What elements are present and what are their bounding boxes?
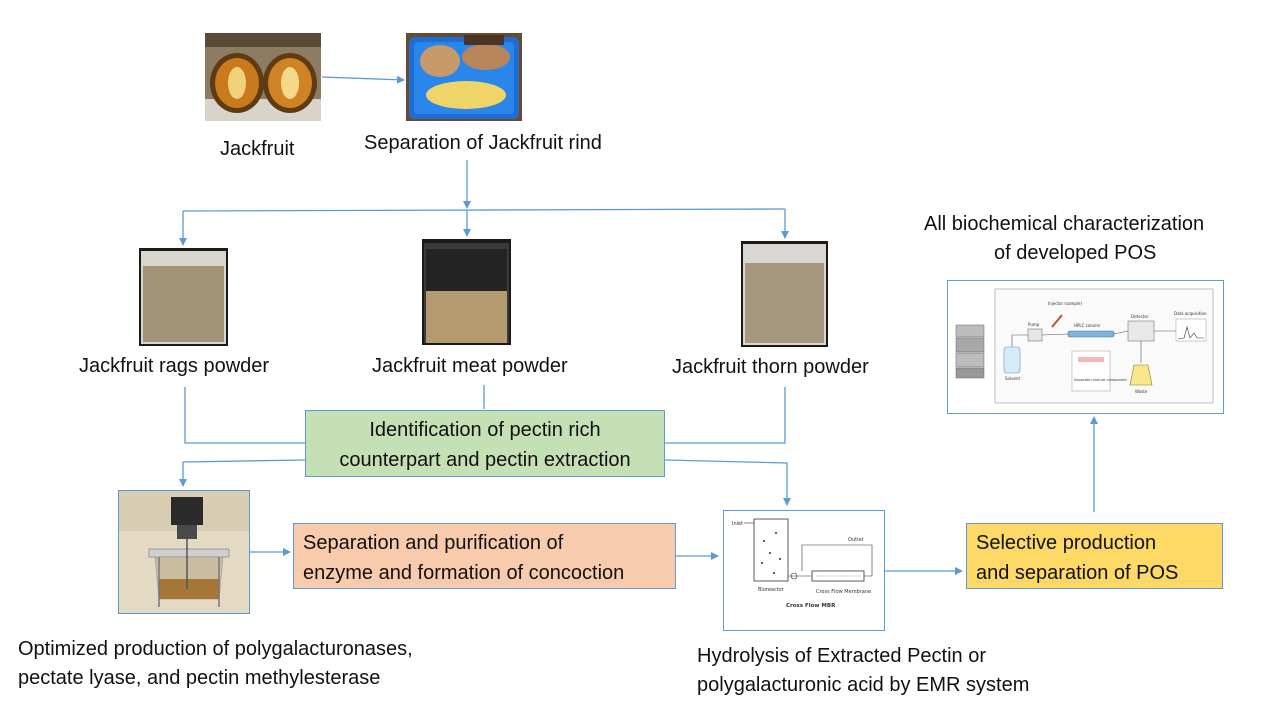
selective-line2: and separation of POS [976, 562, 1179, 584]
hplc-separate-text: Separate mixture component [1074, 378, 1127, 382]
hplc-solvent-text: Solvent [1005, 376, 1020, 381]
identification-line1: Identification of pectin rich [369, 419, 601, 441]
emr-inlet-text: Inlet [732, 521, 743, 527]
separation-purification-box: Separation and purification of enzyme an… [293, 523, 676, 589]
hplc-data-text: Data acquisition [1174, 311, 1207, 316]
hplc-schematic: Solvent Pump Injector (sample) HPLC colu… [947, 280, 1224, 414]
hydrolysis-label-line2: polygalacturonic acid by EMR system [697, 674, 1030, 696]
emr-bioreactor-text: Bioreactor [758, 587, 785, 593]
reactor-photo [118, 490, 250, 614]
thorn-powder-photo [741, 241, 828, 347]
thorn-powder-label: Jackfruit thorn powder [672, 356, 869, 378]
jackfruit-label: Jackfruit [220, 138, 295, 160]
meat-powder-label: Jackfruit meat powder [372, 355, 568, 377]
selective-line1: Selective production [976, 532, 1157, 554]
optimized-label-line2: pectate lyase, and pectin methylesterase [18, 667, 381, 689]
rind-separation-photo [406, 33, 522, 121]
emr-outlet-text: Outlet [848, 537, 864, 543]
arrow-jackfruit-to-separation [321, 75, 405, 84]
separation-purification-line1: Separation and purification of [303, 532, 564, 554]
meat-powder-photo [422, 239, 511, 345]
rags-powder-photo [139, 248, 228, 346]
characterization-label-line2: of developed POS [994, 242, 1157, 264]
emr-title-text: Cross Flow MBR [786, 603, 836, 609]
separation-purification-line2: enzyme and formation of concoction [303, 562, 625, 584]
hydrolysis-label-line1: Hydrolysis of Extracted Pectin or [697, 645, 986, 667]
rags-powder-label: Jackfruit rags powder [79, 355, 270, 377]
hplc-waste-text: Waste [1135, 389, 1148, 394]
identification-box: Identification of pectin rich counterpar… [305, 410, 665, 477]
hplc-injector-text: Injector (sample) [1048, 301, 1083, 306]
optimized-label-line1: Optimized production of polygalacturonas… [18, 638, 413, 660]
emr-schematic: Inlet Bioreactor Outlet Cross Flow Membr… [723, 510, 885, 631]
selective-production-box: Selective production and separation of P… [966, 523, 1223, 589]
characterization-label-line1: All biochemical characterization [924, 213, 1205, 235]
jackfruit-photo [205, 33, 321, 121]
emr-membrane-text: Cross Flow Membrane [816, 589, 871, 595]
hplc-detector-text: Detector [1131, 314, 1149, 319]
hplc-column-text: HPLC column [1074, 323, 1101, 328]
arrow-to-emr [664, 459, 791, 506]
identification-line2: counterpart and pectin extraction [339, 449, 631, 471]
separation-rind-label: Separation of Jackfruit rind [364, 132, 602, 154]
arrow-to-reactor-photo [179, 459, 306, 487]
hplc-pump-text: Pump [1028, 322, 1040, 327]
